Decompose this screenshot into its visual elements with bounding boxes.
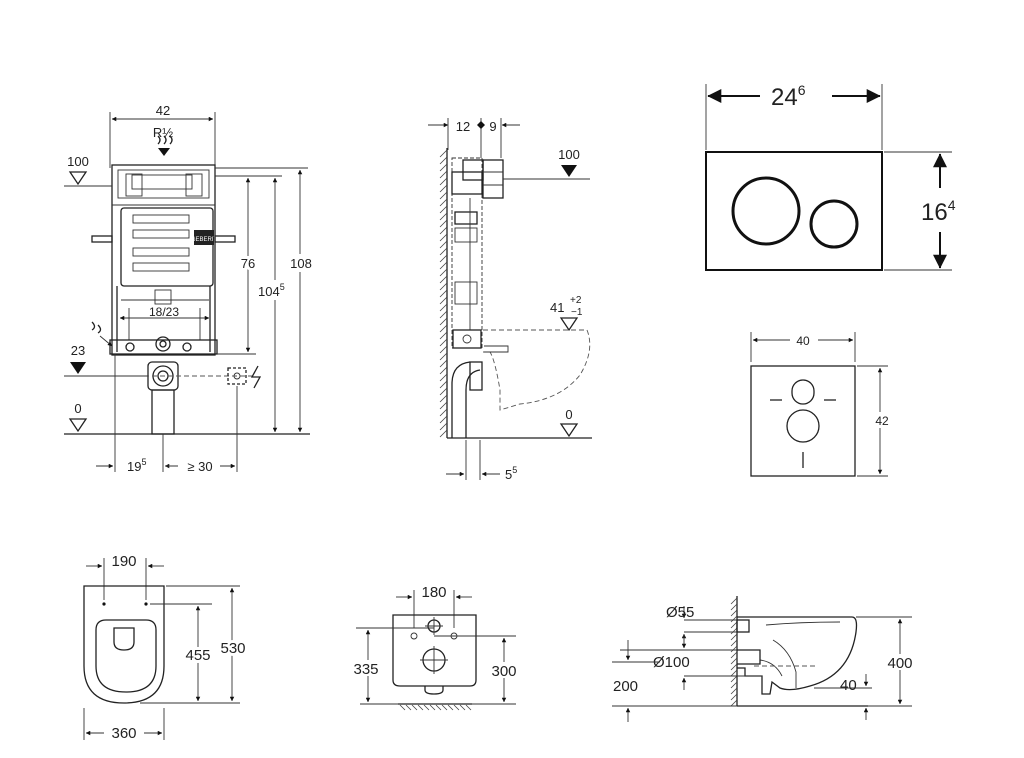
side-wall-hatch	[439, 149, 448, 438]
frame-front-view: 42 R½ GEBERIT 18/23	[64, 103, 314, 474]
side-depth-12: 12	[456, 119, 470, 134]
side-depth-9: 9	[489, 119, 496, 134]
svg-text:GEBERIT: GEBERIT	[191, 237, 218, 243]
svg-text:+2: +2	[570, 295, 582, 306]
side-level-41: 41 +2 −1	[550, 295, 583, 318]
flush-plate-width: 246	[771, 82, 806, 111]
frame-level-100: 100	[67, 154, 89, 169]
svg-text:1045: 1045	[258, 282, 285, 299]
frame-width-42: 42	[156, 103, 170, 118]
frame-bolt-spacing: 18/23	[149, 305, 179, 319]
svg-text:164: 164	[921, 197, 956, 226]
bowl-top-length-455: 455	[185, 647, 210, 664]
frame-offset-19-5: 195	[127, 457, 146, 474]
bowl-rear-view: 180 335 300	[345, 584, 525, 711]
flush-plate-height: 164	[921, 197, 956, 226]
rear-floor-hatch	[399, 704, 472, 711]
sound-mat-view: 40 42	[750, 332, 894, 477]
bowl-side-view: Ø55 Ø100 200 40 400	[612, 596, 920, 722]
frame-level-23: 23	[71, 343, 85, 358]
frame-height-104-5: 1045	[258, 280, 292, 300]
frame-side-view: 12 9 100 41 +2 −1 0	[428, 118, 592, 482]
svg-text:55: 55	[505, 465, 517, 482]
side-level-0: 0	[565, 407, 572, 422]
bowl-rear-height-300: 300	[491, 663, 516, 680]
frame-level-0: 0	[74, 401, 81, 416]
bowl-side-gap-40: 40	[840, 677, 857, 694]
frame-offset-30: ≥ 30	[187, 459, 212, 474]
svg-text:−1: −1	[571, 307, 583, 318]
bowl-side-height-200: 200	[613, 678, 638, 695]
bowl-top-view: 190 455 530 360	[83, 553, 249, 742]
frame-height-108: 108	[290, 256, 312, 271]
bowl-top-length-530: 530	[220, 640, 245, 657]
bowl-top-width-190: 190	[111, 553, 136, 570]
sound-mat-width: 40	[796, 334, 810, 348]
frame-pipe-r12: R½	[153, 125, 173, 140]
frame-height-76: 76	[241, 256, 255, 271]
sound-mat-height: 42	[875, 414, 889, 428]
bowl-side-outlet-100: Ø100	[653, 654, 690, 671]
side-level-100: 100	[558, 147, 580, 162]
bowl-top-width-360: 360	[111, 725, 136, 742]
bowl-rear-height-335: 335	[353, 661, 378, 678]
bowl-side-height-400: 400	[887, 655, 912, 672]
bowl-rear-width-180: 180	[421, 584, 446, 601]
svg-text:246: 246	[771, 82, 806, 111]
svg-text:41: 41	[550, 300, 564, 315]
flush-plate-view: 246 164	[705, 82, 956, 271]
bowl-side-wall-hatch	[730, 597, 738, 707]
bowl-side-inlet-55: Ø55	[666, 604, 694, 621]
side-depth-5-5: 55	[505, 465, 517, 482]
svg-text:195: 195	[127, 457, 146, 474]
